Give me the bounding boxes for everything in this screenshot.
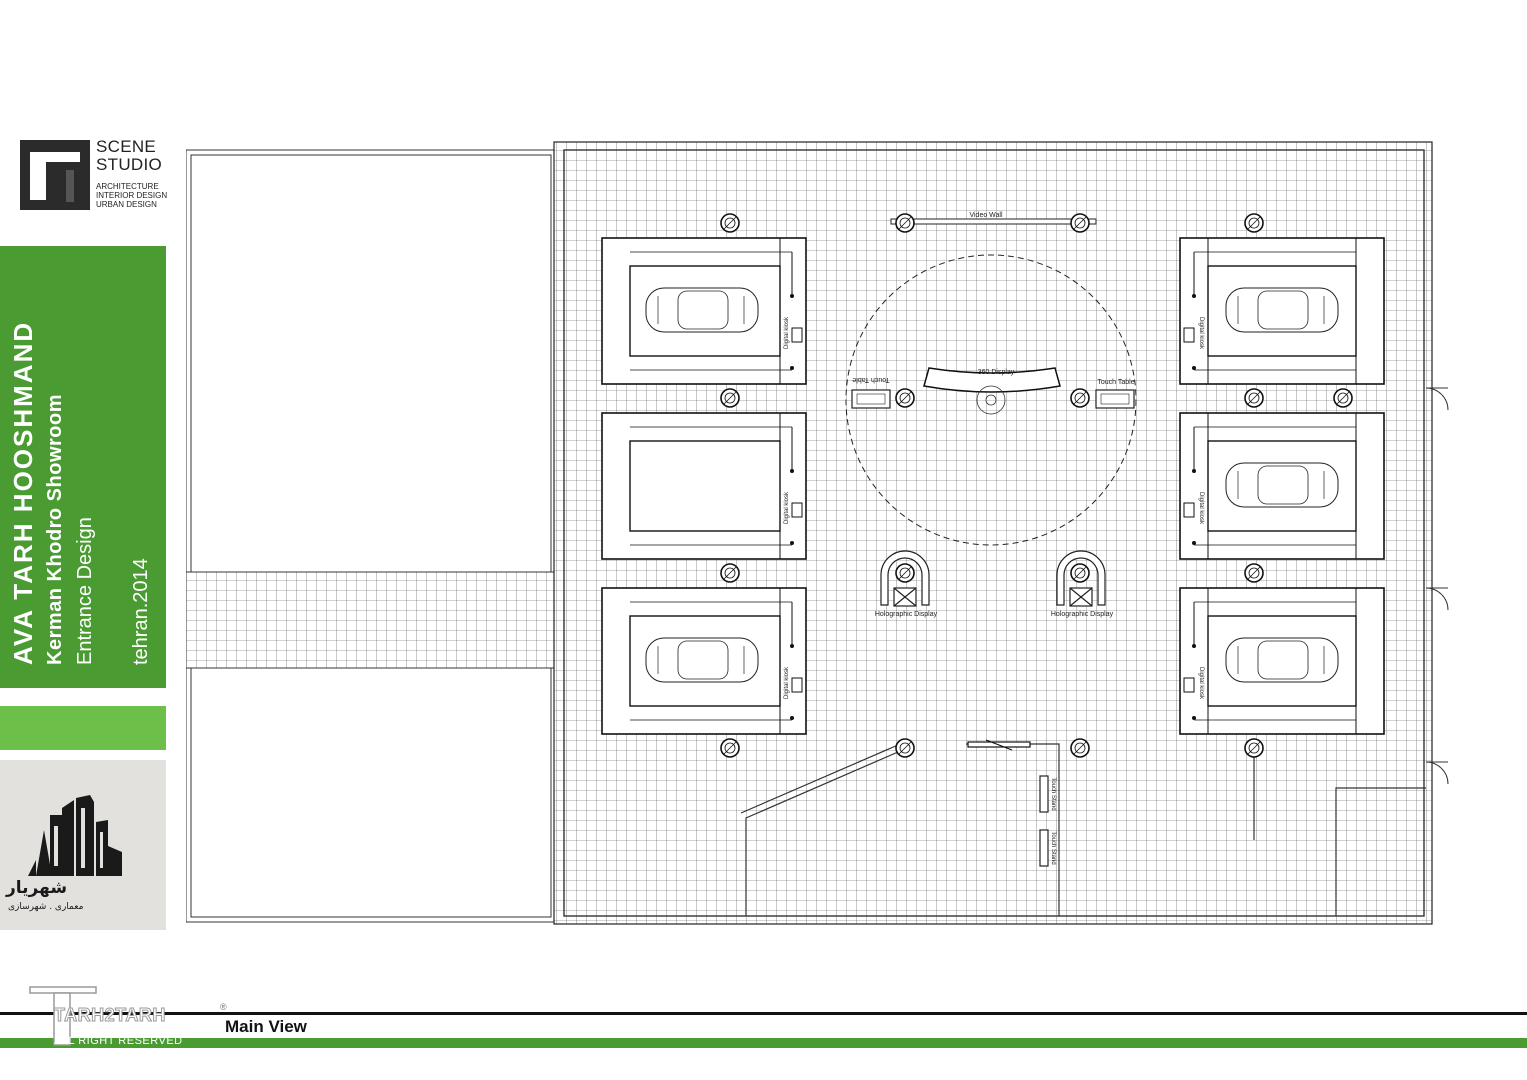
column-icon bbox=[720, 213, 740, 233]
car-booth-1: Digital kiosk bbox=[601, 237, 807, 385]
column-icon bbox=[720, 563, 740, 583]
holographic-display-left bbox=[880, 550, 930, 607]
green-accent-bar bbox=[0, 706, 166, 750]
project-subtitle: Kerman Khodro Showroom bbox=[44, 393, 66, 665]
column-icon bbox=[1244, 388, 1264, 408]
hall-wall bbox=[563, 149, 1425, 917]
column-icon bbox=[895, 738, 915, 758]
footer-t-column-icon bbox=[29, 986, 97, 1046]
structural-columns bbox=[720, 213, 1353, 758]
car-booth-5: Digital kiosk bbox=[1179, 412, 1385, 560]
studio-discipline-architecture: ARCHITECTURE bbox=[96, 182, 159, 191]
column-icon bbox=[1070, 213, 1090, 233]
car-booth-2: Digital kiosk bbox=[601, 412, 807, 560]
car-booth-6: Digital kiosk bbox=[1179, 587, 1385, 735]
holographic-display-right-label: Holographic Display bbox=[1051, 611, 1114, 618]
touch-table-right bbox=[1095, 389, 1135, 409]
footer-line-black bbox=[0, 1012, 1527, 1015]
studio-name-line1: SCENE bbox=[96, 137, 157, 156]
digital-kiosk-label: Digital kiosk bbox=[784, 666, 790, 699]
title-panel bbox=[0, 246, 166, 688]
city-skyline-logo-icon bbox=[28, 795, 122, 876]
car-icon bbox=[1225, 637, 1339, 683]
brand-persian-tagline: معماری . شهرسازی bbox=[8, 902, 84, 912]
project-type: Entrance Design bbox=[74, 517, 96, 665]
studio-logo-mark-icon bbox=[20, 140, 90, 210]
view-title: Main View bbox=[225, 1017, 307, 1036]
brand-block: شهریار معماری . شهرسازی bbox=[0, 760, 166, 930]
car-booth-3: Digital kiosk bbox=[601, 587, 807, 735]
column-icon bbox=[1333, 388, 1353, 408]
display-360-label: 360 Display bbox=[978, 369, 1015, 376]
brand-persian-name: شهریار bbox=[6, 878, 68, 898]
footer-logo: TARH2TARH ALL RIGHT RESERVED ® bbox=[28, 985, 228, 1047]
holographic-display-right bbox=[1056, 550, 1106, 607]
car-booth-4: Digital kiosk bbox=[1179, 237, 1385, 385]
column-icon bbox=[720, 388, 740, 408]
footer-brand: TARH2TARH bbox=[54, 1005, 166, 1026]
car-icon bbox=[1225, 462, 1339, 508]
column-icon bbox=[1244, 213, 1264, 233]
touch-stand-1 bbox=[1039, 775, 1049, 813]
touch-stand-2 bbox=[1039, 829, 1049, 867]
column-icon bbox=[895, 563, 915, 583]
car-icon bbox=[645, 287, 759, 333]
digital-kiosk-label: Digital kiosk bbox=[784, 316, 790, 349]
studio-discipline-interior: INTERIOR DESIGN bbox=[96, 191, 168, 200]
left-annex bbox=[186, 149, 557, 923]
side-door-2 bbox=[1425, 587, 1449, 611]
car-icon bbox=[645, 637, 759, 683]
touch-table-left bbox=[851, 389, 891, 409]
touch-stand-1-label: Touch Stand bbox=[1050, 777, 1056, 810]
column-icon bbox=[895, 213, 915, 233]
car-icon bbox=[1225, 287, 1339, 333]
touch-table-right-label: Touch Table bbox=[1097, 379, 1134, 386]
footer-registered-mark: ® bbox=[220, 1002, 227, 1012]
column-icon bbox=[720, 738, 740, 758]
entrance-door bbox=[967, 739, 1031, 751]
column-icon bbox=[1070, 388, 1090, 408]
footer-line-green bbox=[0, 1038, 1527, 1048]
project-name: AVA TARH HOOSHMAND bbox=[8, 320, 38, 665]
column-icon bbox=[1070, 738, 1090, 758]
digital-kiosk-label: Digital kiosk bbox=[1198, 492, 1204, 525]
digital-kiosk-label: Digital kiosk bbox=[1198, 317, 1204, 350]
connector-corridor bbox=[186, 571, 559, 669]
project-date: tehran.2014 bbox=[130, 558, 152, 665]
studio-logo: SCENE STUDIO ARCHITECTURE INTERIOR DESIG… bbox=[20, 138, 170, 213]
footer-rights: ALL RIGHT RESERVED bbox=[54, 1035, 183, 1047]
holographic-display-left-label: Holographic Display bbox=[875, 611, 938, 618]
column-icon bbox=[1070, 563, 1090, 583]
video-wall-label: Video Wall bbox=[969, 212, 1003, 219]
column-icon bbox=[895, 388, 915, 408]
display-360 bbox=[923, 367, 1061, 415]
column-icon bbox=[1244, 563, 1264, 583]
touch-table-left-label: Touch Table bbox=[852, 376, 889, 383]
touch-stand-2-label: Touch Stand bbox=[1050, 831, 1056, 864]
side-door-1 bbox=[1425, 387, 1449, 411]
display-area-circle bbox=[845, 254, 1137, 546]
studio-discipline-urban: URBAN DESIGN bbox=[96, 200, 157, 209]
side-door-3 bbox=[1425, 761, 1449, 785]
video-wall bbox=[890, 218, 1097, 225]
floor-plan: Video Wall 360 Display Touch Table Touch… bbox=[186, 141, 1449, 925]
studio-name-line2: STUDIO bbox=[96, 155, 163, 174]
digital-kiosk-label: Digital kiosk bbox=[784, 491, 790, 524]
digital-kiosk-label: Digital kiosk bbox=[1198, 667, 1204, 700]
column-icon bbox=[1244, 738, 1264, 758]
